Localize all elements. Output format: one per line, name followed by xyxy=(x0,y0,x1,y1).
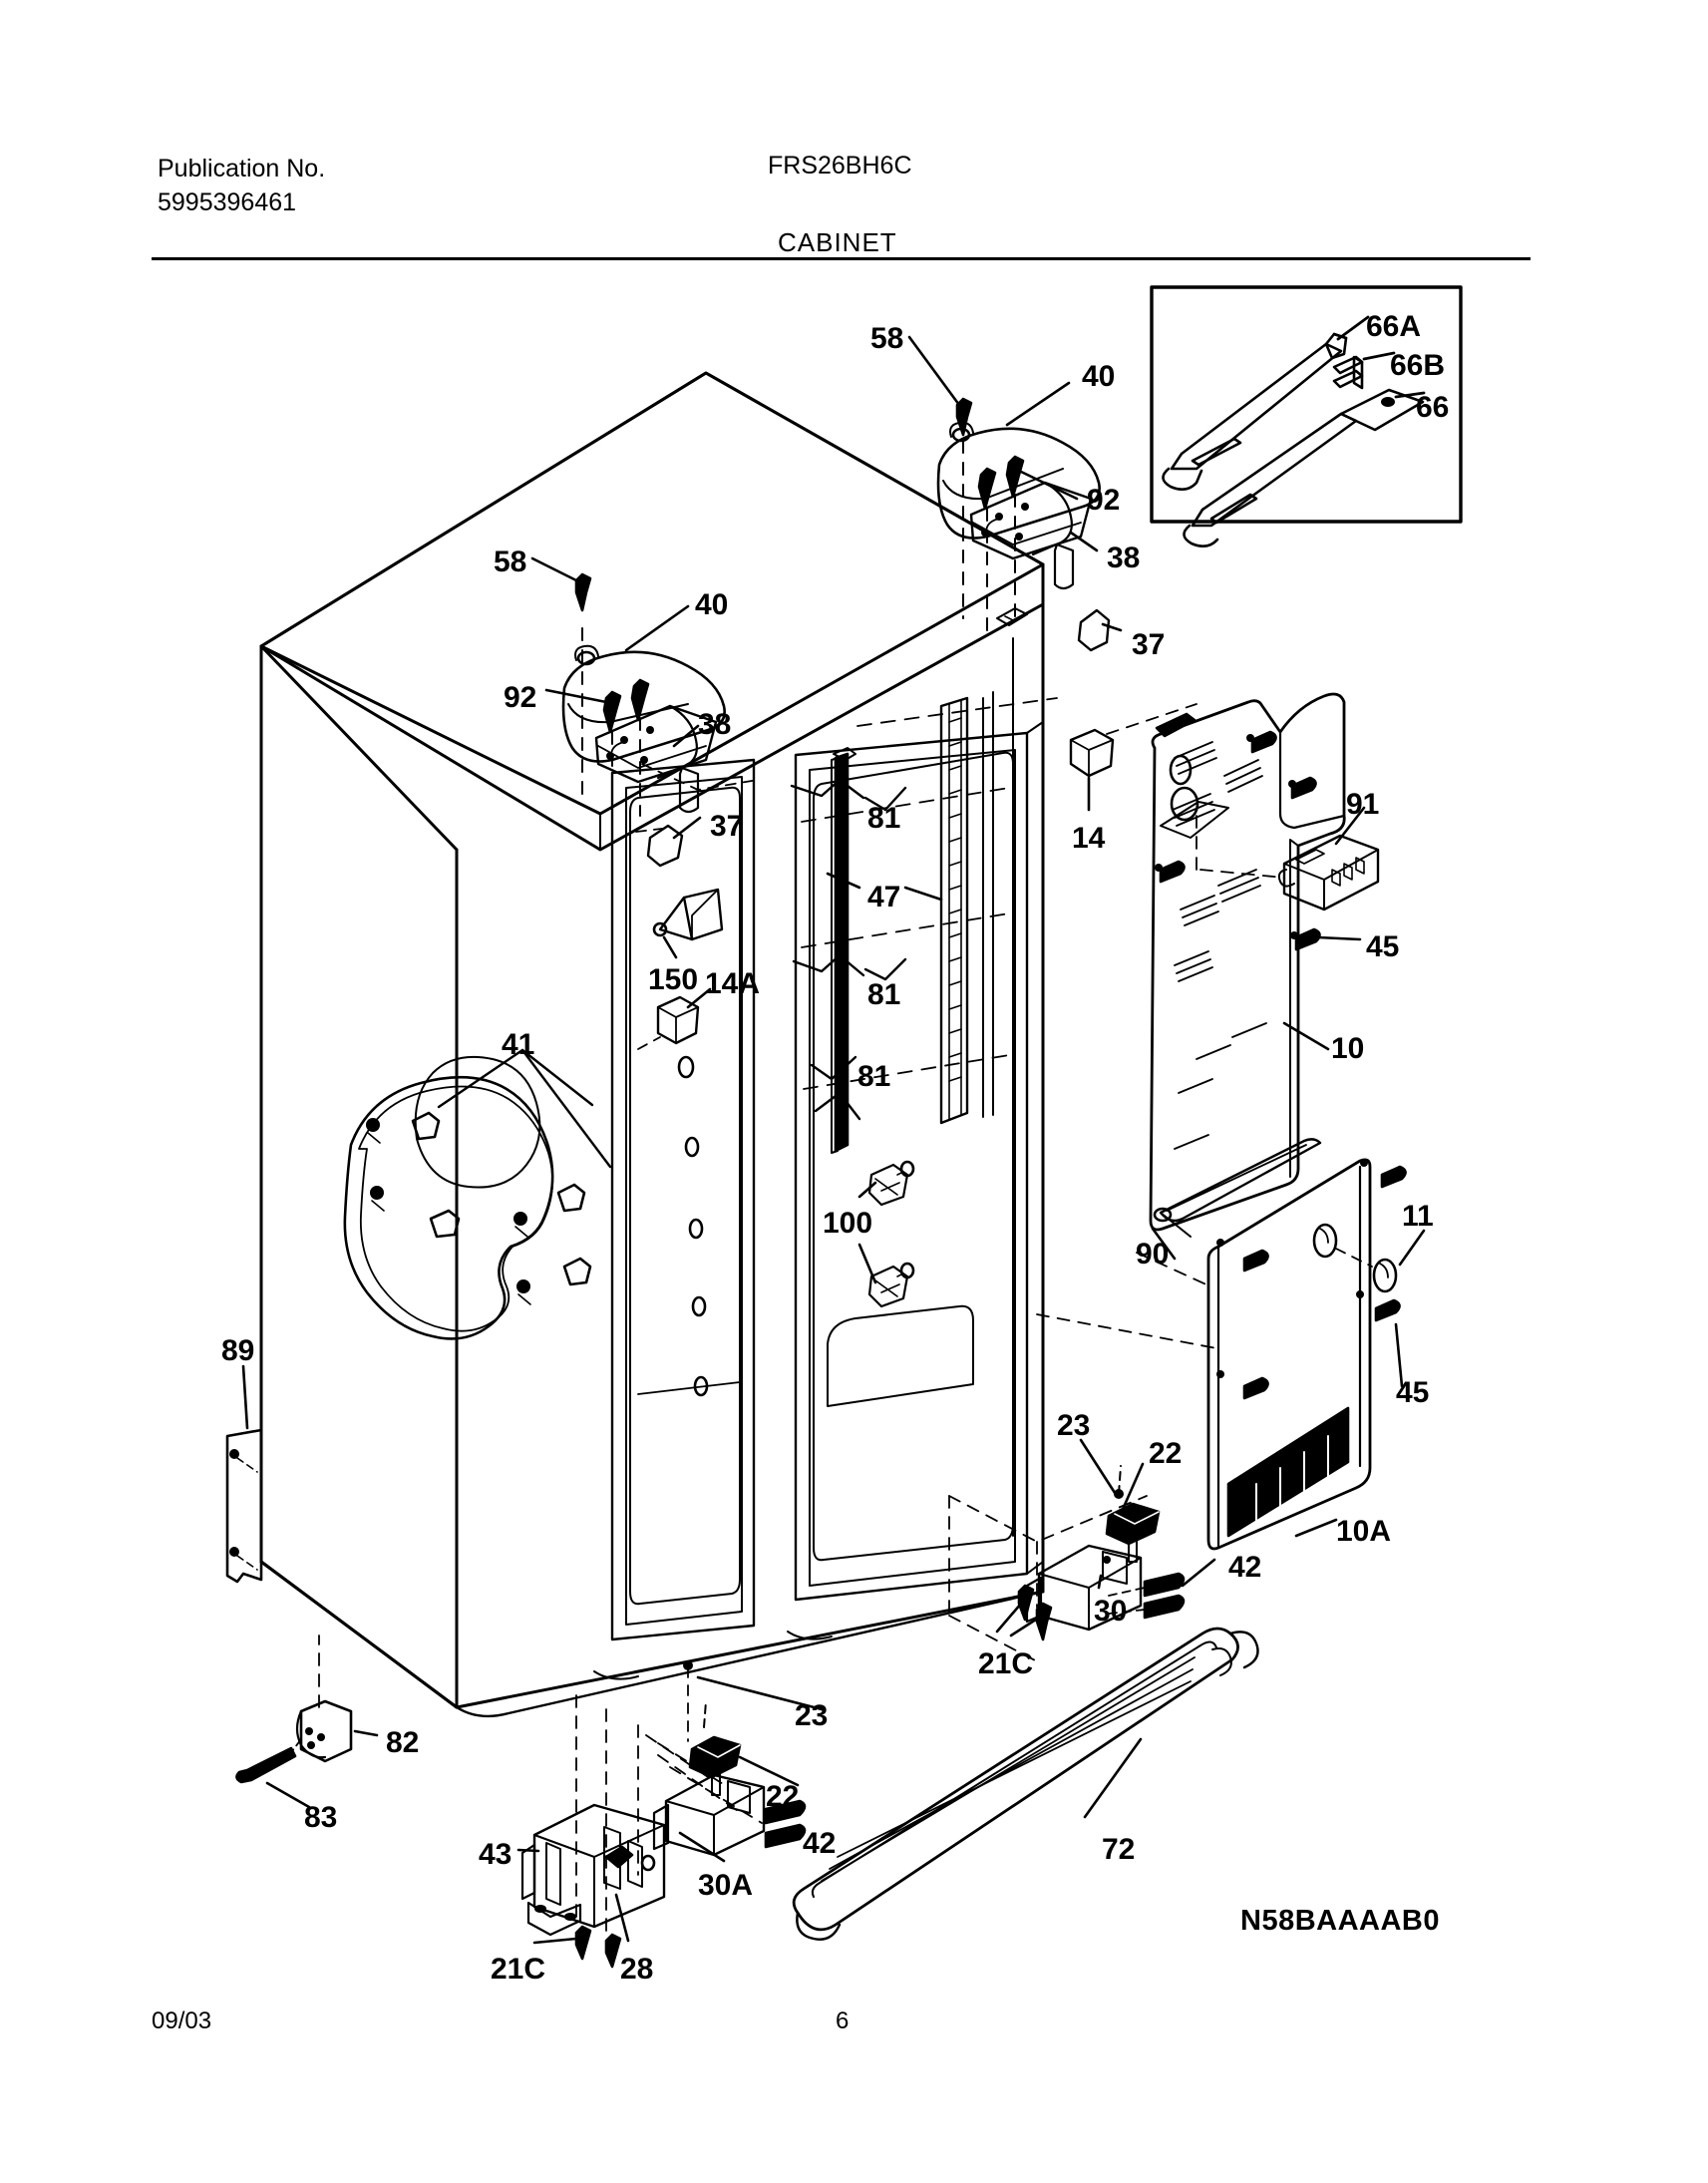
callout-81: 81 xyxy=(867,802,901,835)
callout-72: 72 xyxy=(1102,1833,1136,1866)
callout-90: 90 xyxy=(1136,1238,1170,1271)
part-72-kickplate xyxy=(792,1627,1259,1941)
part-23-pin-right xyxy=(1114,1489,1124,1499)
model-number: FRS26BH6C xyxy=(768,152,912,180)
callout-58: 58 xyxy=(870,322,904,355)
callout-81: 81 xyxy=(867,978,901,1011)
callout-22: 22 xyxy=(766,1780,800,1813)
callout-66: 66 xyxy=(1416,391,1450,424)
part-21C-center xyxy=(995,1584,1035,1634)
callout-91: 91 xyxy=(1346,788,1380,821)
header-divider xyxy=(152,257,1531,260)
callout-37: 37 xyxy=(1132,628,1166,661)
cabinet-body xyxy=(259,371,1045,1718)
callout-30A: 30A xyxy=(698,1869,754,1902)
callout-42: 42 xyxy=(803,1827,837,1860)
liner-trim-and-ladder xyxy=(790,691,1058,1154)
hinge-group-right xyxy=(907,335,1101,635)
callout-45: 45 xyxy=(1366,930,1400,963)
callout-21C: 21C xyxy=(978,1647,1034,1680)
callout-23: 23 xyxy=(1057,1409,1091,1442)
callout-40: 40 xyxy=(1082,360,1116,393)
callout-30: 30 xyxy=(1094,1595,1128,1628)
callout-42: 42 xyxy=(1228,1551,1262,1584)
callout-14A: 14A xyxy=(705,967,761,1000)
callout-100: 100 xyxy=(823,1207,873,1240)
callout-89: 89 xyxy=(221,1334,255,1367)
hinge-group-left xyxy=(530,556,726,829)
part-89-bracket xyxy=(225,1364,263,1584)
callout-38: 38 xyxy=(1107,542,1141,574)
callout-14: 14 xyxy=(1072,822,1106,855)
callout-37: 37 xyxy=(710,810,744,843)
callout-23: 23 xyxy=(795,1699,829,1732)
callout-66A: 66A xyxy=(1366,310,1422,343)
callout-11: 11 xyxy=(1402,1200,1434,1233)
page-title: CABINET xyxy=(778,227,897,257)
publication-number-block: Publication No. 5995396461 xyxy=(158,155,326,216)
part-100-clips xyxy=(857,1160,915,1308)
callout-41: 41 xyxy=(502,1028,535,1061)
callout-47: 47 xyxy=(867,881,901,913)
callout-66B: 66B xyxy=(1390,349,1446,382)
left-face-small-parts xyxy=(635,763,759,1050)
callout-28: 28 xyxy=(620,1953,654,1986)
callout-10: 10 xyxy=(1331,1032,1365,1065)
footer-date: 09/03 xyxy=(152,2007,212,2034)
callout-38: 38 xyxy=(698,708,732,741)
callout-22: 22 xyxy=(1149,1437,1183,1470)
callout-10A: 10A xyxy=(1336,1515,1392,1548)
hinge-group-bottom-left xyxy=(516,1660,824,1969)
callout-92: 92 xyxy=(1087,484,1121,517)
callout-150: 150 xyxy=(648,963,699,996)
callout-43: 43 xyxy=(479,1838,512,1871)
callout-83: 83 xyxy=(304,1801,338,1834)
part-10A-lower-panel xyxy=(1036,1138,1426,1551)
callout-82: 82 xyxy=(386,1726,420,1759)
part-41-side-cover xyxy=(343,1048,612,1340)
part-14-clip xyxy=(1069,703,1197,812)
sheet-code: N58BAAAAB0 xyxy=(1240,1905,1440,1937)
part-37-right xyxy=(1077,608,1123,652)
callout-81: 81 xyxy=(857,1060,891,1093)
part-82-roller xyxy=(235,1635,379,1809)
cabinet-side-holes xyxy=(677,1055,709,1397)
hinge-group-bottom-right xyxy=(948,1438,1216,1662)
part-10-back-panel xyxy=(1149,692,1380,1232)
callout-21C: 21C xyxy=(491,1953,546,1986)
callout-58: 58 xyxy=(494,546,527,578)
inset-detail-box xyxy=(1150,285,1463,548)
callout-92: 92 xyxy=(504,681,537,714)
callout-45: 45 xyxy=(1396,1376,1430,1409)
callout-40: 40 xyxy=(695,588,729,621)
footer-page-number: 6 xyxy=(836,2007,850,2034)
